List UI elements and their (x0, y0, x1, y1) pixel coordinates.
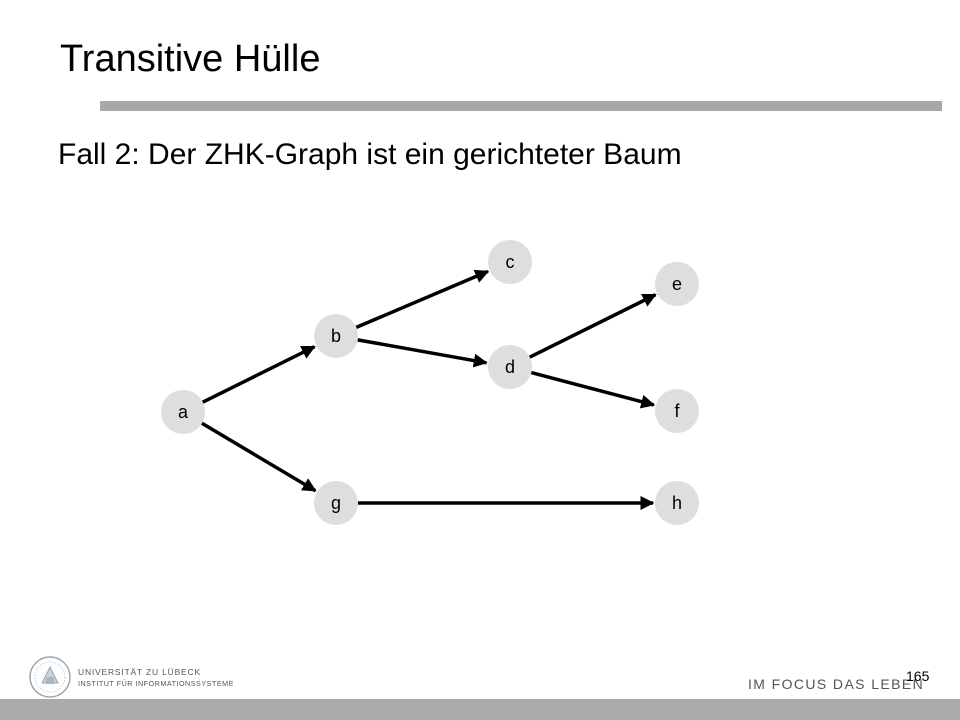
institute-name: INSTITUT FÜR INFORMATIONSSYSTEME (78, 679, 234, 688)
node-circle (488, 345, 532, 389)
edge-d-f (530, 370, 656, 409)
node-circle (655, 389, 699, 433)
node-circle (314, 481, 358, 525)
title-divider (100, 101, 942, 111)
university-logo: UNIVERSITÄT ZU LÜBECK INSTITUT FÜR INFOR… (28, 655, 258, 699)
slide-subtitle: Fall 2: Der ZHK-Graph ist ein gerichtete… (58, 138, 682, 171)
university-name: UNIVERSITÄT ZU LÜBECK (78, 667, 201, 677)
node-circle (161, 390, 205, 434)
edge-d-e (528, 293, 657, 359)
node-f: f (655, 389, 699, 433)
node-label: e (672, 274, 682, 294)
node-a: a (161, 390, 205, 434)
node-label: f (674, 401, 680, 421)
edge-b-d (357, 338, 488, 368)
node-c: c (488, 240, 532, 284)
node-label: g (331, 493, 341, 513)
node-label: c (506, 252, 515, 272)
university-seal-icon (29, 656, 71, 698)
node-label: b (331, 326, 341, 346)
node-d: d (488, 345, 532, 389)
node-b: b (314, 314, 358, 358)
edge-a-b (201, 345, 316, 404)
footer-bar (0, 699, 960, 720)
node-label: d (505, 357, 515, 377)
node-circle (488, 240, 532, 284)
slide-title: Transitive Hülle (60, 38, 321, 80)
node-g: g (314, 481, 358, 525)
edge-b-c (355, 269, 490, 330)
node-circle (314, 314, 358, 358)
node-label: a (178, 402, 189, 422)
node-e: e (655, 262, 699, 306)
footer-slogan: IM FOCUS DAS LEBEN (748, 676, 925, 692)
page-number: 165 (906, 668, 930, 684)
node-circle (655, 262, 699, 306)
node-label: h (672, 493, 682, 513)
node-h: h (655, 481, 699, 525)
node-circle (655, 481, 699, 525)
edge-a-g (201, 421, 317, 493)
